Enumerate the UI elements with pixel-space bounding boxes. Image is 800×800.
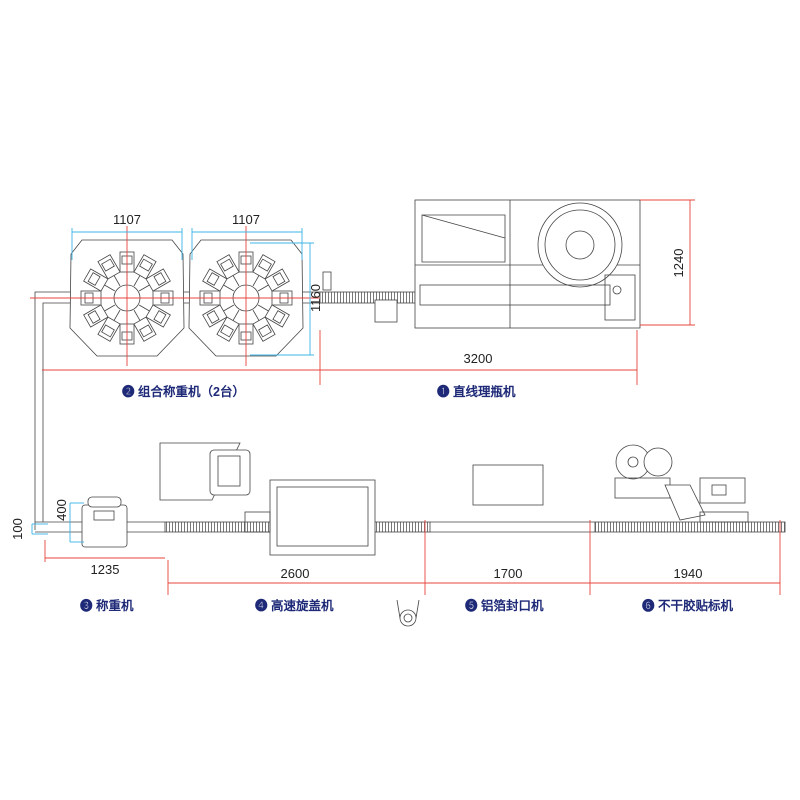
- weigher2-width-label: 1107: [232, 212, 260, 227]
- sealer-section-label: 1700: [494, 566, 523, 581]
- high-speed-capper: [159, 442, 376, 556]
- conveyor-labeler: [594, 521, 786, 533]
- linear-bottle-unscrambler: [414, 199, 641, 329]
- self-adhesive-labeler: [614, 444, 749, 523]
- machine-label-6: ❻ 不干胶贴标机: [642, 598, 734, 613]
- checkweigher: [81, 496, 128, 548]
- dim-unscrambler-height: 1240: [640, 199, 695, 326]
- dim-bottom-row: 2600 1700 1940: [167, 520, 781, 595]
- unscrambler-height-label: 1240: [671, 249, 686, 278]
- weigher1-width-label: 1107: [113, 212, 141, 227]
- multihead-weigher-2: [188, 226, 304, 366]
- multihead-weigher-1: [69, 226, 185, 366]
- machine-label-2: ❷ 组合称重机（2台）: [122, 384, 245, 399]
- machine-label-5: ❺ 铝箔封口机: [465, 598, 544, 613]
- machine-label-3: ❸ 称重机: [80, 598, 134, 613]
- capper-section-label: 2600: [281, 566, 310, 581]
- labeler-section-label: 1940: [674, 566, 703, 581]
- checkweigher-length-label: 1235: [91, 562, 120, 577]
- machine-label-4: ❹ 高速旋盖机: [255, 598, 334, 613]
- dim-checkweigher: 400 100 1235: [10, 499, 165, 577]
- bottle-conveyor-top: [319, 291, 416, 304]
- aluminum-foil-sealer: [472, 464, 544, 506]
- conveyor-width-label: 100: [10, 518, 25, 540]
- weigher-depth-label: 1160: [308, 284, 323, 312]
- conveyor-motor: [374, 299, 398, 323]
- conveyor-sensor: [322, 271, 332, 291]
- operator-icon: [396, 599, 420, 627]
- machine-label-1: ❶ 直线理瓶机: [437, 384, 516, 399]
- checkweigher-width-label: 400: [54, 499, 69, 521]
- dim-top-row: 3200: [42, 330, 638, 385]
- unscrambler-length-label: 3200: [464, 351, 493, 366]
- dim-weigher-width: 1107 1107 1160: [71, 212, 323, 356]
